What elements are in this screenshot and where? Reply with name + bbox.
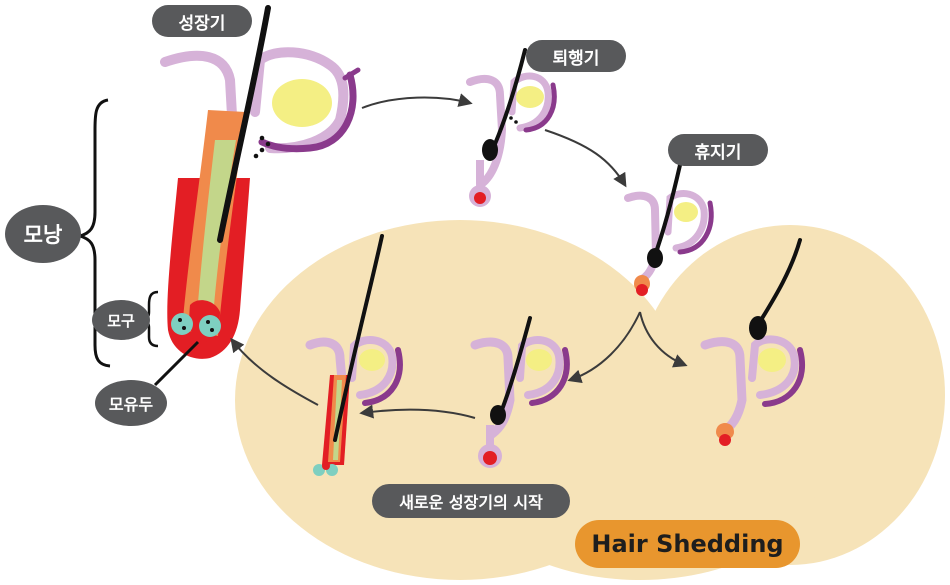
arrow-early-to-new-anagen bbox=[359, 404, 476, 419]
catagen-follicle bbox=[466, 48, 557, 207]
arrow-telogen-to-shedding bbox=[639, 311, 688, 368]
arrow-new-anagen-to-large bbox=[230, 337, 319, 406]
catagen-label: 퇴행기 bbox=[526, 40, 626, 72]
anagen-follicle-large bbox=[160, 5, 361, 359]
telogen-label: 휴지기 bbox=[668, 134, 768, 166]
telogen-follicle bbox=[624, 163, 714, 296]
new-anagen-follicle bbox=[305, 234, 403, 476]
shedding-follicle bbox=[700, 238, 806, 446]
shedding-label: Hair Shedding bbox=[575, 520, 800, 568]
new-anagen-label: 새로운 성장기의 시작 bbox=[372, 484, 570, 518]
follicle-label: 모낭 bbox=[5, 205, 81, 263]
papilla-label: 모유두 bbox=[95, 380, 167, 426]
shedding-background-blob bbox=[235, 220, 945, 580]
arrow-telogen-to-new-anagen bbox=[567, 311, 641, 384]
arrow-catagen-to-telogen bbox=[544, 129, 627, 188]
bulb-label: 모구 bbox=[92, 300, 150, 340]
cycle-arrows bbox=[230, 93, 688, 419]
arrow-anagen-to-catagen bbox=[361, 93, 473, 109]
papilla-leader-line bbox=[153, 340, 200, 387]
anagen-label: 성장기 bbox=[152, 5, 252, 37]
early-anagen-follicle bbox=[470, 316, 570, 468]
